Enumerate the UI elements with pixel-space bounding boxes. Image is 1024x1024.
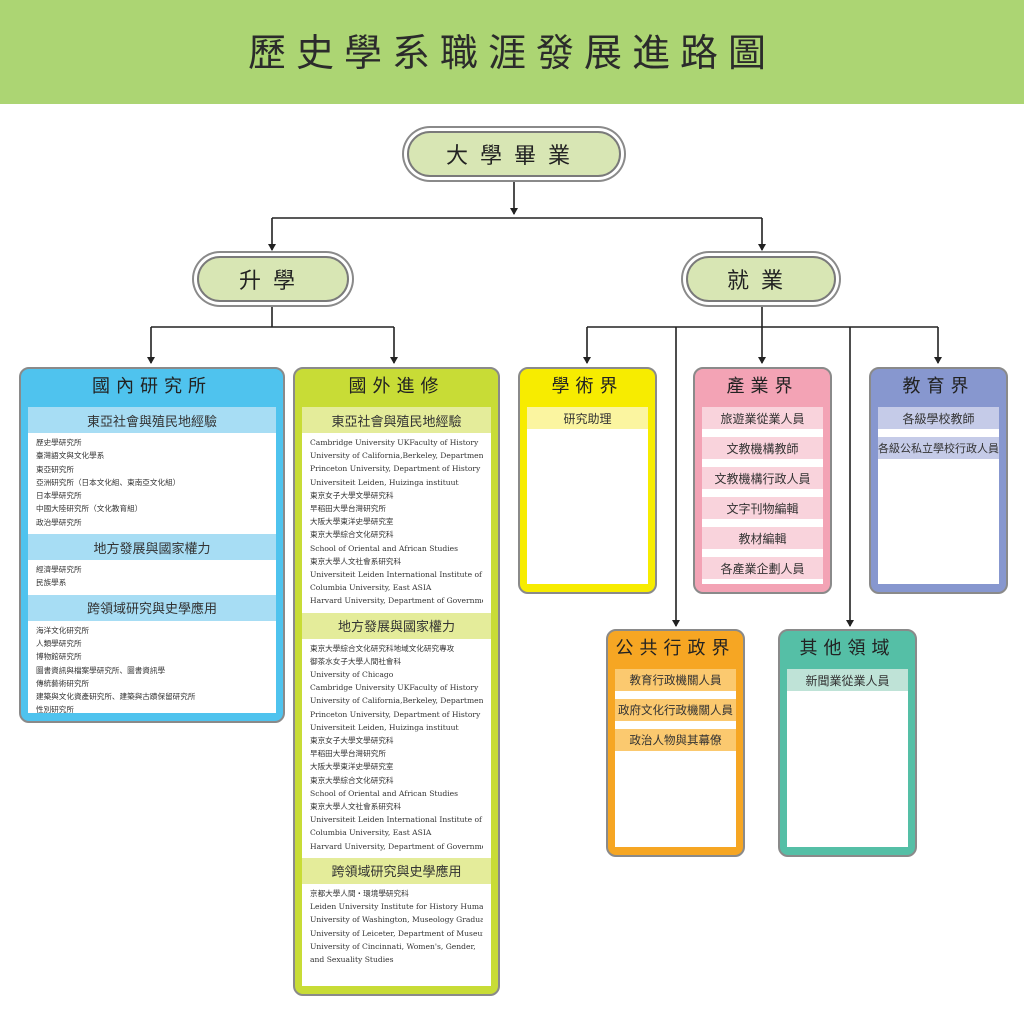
list-item: University of Leiceter, Department of Mu…: [310, 928, 483, 938]
connector-study: [151, 303, 394, 328]
list-item: 東京女子大學文學研究科: [310, 490, 394, 500]
abroad-title: 國外進修: [348, 376, 445, 397]
list-item: 御茶水女子大學人間社會科: [310, 656, 402, 666]
abroad-card: 國外進修 東亞社會與殖民地經驗 Cambridge University UKF…: [293, 367, 500, 996]
page-title: 歷史學系職涯發展進路圖: [247, 31, 776, 75]
root-label: 大學畢業: [445, 144, 582, 169]
list-item: University of California,Berkeley, Depar…: [310, 451, 483, 461]
domestic-card: 國內研究所 東亞社會與殖民地經驗 歷史學研究所 臺灣語文與文化學系 東亞研究所 …: [19, 367, 285, 723]
list-item: Universiteit Leiden, Huizinga instituut: [310, 477, 459, 487]
list-item: 東京大學人文社會系研究科: [310, 556, 402, 566]
abroad-section-title: 東亞社會與殖民地經驗: [302, 407, 491, 433]
list-item: 博物館研究所: [36, 652, 82, 662]
domestic-title: 國內研究所: [92, 376, 212, 397]
list-item: 性別研究所: [36, 705, 74, 715]
education-card: 教育界 各級學校教師 各級公私立學校行政人員: [869, 367, 1008, 594]
role-item: 政治人物與其幕僚: [615, 729, 736, 751]
list-item: 經濟學研究所: [36, 565, 82, 575]
list-item: Columbia University, East ASIA: [310, 583, 432, 593]
list-item: 早稻田大學台灣研究所: [310, 504, 386, 514]
list-item: 政治學研究所: [36, 517, 82, 527]
employment-node: 就業: [686, 256, 836, 302]
academic-title: 學術界: [551, 376, 624, 397]
list-item: University of Cincinnati, Women's, Gende…: [310, 941, 476, 951]
industry-title: 產業界: [726, 376, 799, 397]
role-item: 各產業企劃人員: [702, 557, 823, 579]
role-item: 旅遊業從業人員: [702, 407, 823, 429]
list-item: and Sexuality Studies: [310, 954, 394, 964]
other-title: 其他領域: [799, 638, 896, 659]
public-admin-title: 公共行政界: [615, 638, 736, 659]
list-item: 人類學研究所: [36, 638, 82, 648]
list-item: Princeton University, Department of Hist…: [310, 709, 481, 719]
education-title: 教育界: [902, 376, 975, 397]
list-item: 大阪大學東洋史學研究室: [310, 517, 394, 527]
list-item: 大阪大學東洋史學研究室: [310, 762, 394, 772]
list-item: Harvard University, Department of Govern…: [310, 596, 483, 606]
list-item: 建築與文化資產研究所、建築與古蹟保留研究所: [36, 692, 196, 702]
role-item: 教材編輯: [702, 527, 823, 549]
academic-card: 學術界 研究助理: [518, 367, 657, 594]
list-item: Harvard University, Department of Govern…: [310, 841, 483, 851]
root-node: 大學畢業: [407, 131, 621, 177]
connector-employment: [587, 303, 938, 328]
list-item: 東京大學綜合文化研究科: [310, 530, 394, 540]
list-item: University of Washington, Museology Grad…: [310, 915, 483, 925]
role-item: 文教機構教師: [702, 437, 823, 459]
domestic-section-title: 跨領域研究與史學應用: [28, 594, 276, 621]
role-item: 新聞業從業人員: [787, 669, 908, 691]
domestic-section-title: 地方發展與國家權力: [28, 534, 276, 561]
list-item: 圖書資訊與檔案學研究所、圖書資訊學: [36, 665, 166, 675]
list-item: 海洋文化研究所: [36, 625, 90, 635]
list-item: 傳統藝術研究所: [36, 678, 90, 688]
list-item: 歷史學研究所: [36, 438, 82, 447]
list-item: Cambridge University UKFaculty of Histor…: [310, 438, 479, 447]
list-item: 臺灣語文與文化學系: [36, 451, 105, 461]
list-item: 中國大陸研究所（文化教育組）: [36, 504, 143, 514]
header-banner: 歷史學系職涯發展進路圖: [0, 0, 1024, 104]
list-item: Cambridge University UKFaculty of Histor…: [310, 683, 479, 693]
list-item: Leiden University Institute for History …: [310, 902, 483, 912]
role-item: 文字刊物編輯: [702, 497, 823, 519]
list-item: Universiteit Leiden International Instit…: [310, 815, 483, 825]
list-item: 早稻田大學台灣研究所: [310, 749, 386, 759]
role-item: 各級公私立學校行政人員: [878, 437, 999, 459]
domestic-section-title: 東亞社會與殖民地經驗: [28, 407, 276, 433]
list-item: 東京女子大學文學研究科: [310, 736, 394, 746]
role-item: 研究助理: [527, 407, 648, 429]
study-node: 升學: [197, 256, 349, 302]
list-item: 亞洲研究所（日本文化組、東南亞文化組）: [36, 477, 181, 487]
list-item: University of Chicago: [310, 670, 394, 680]
list-item: 東京大學綜合文化研究科: [310, 775, 394, 785]
list-item: 東京大學綜合文化研究科地域文化研究專攻: [310, 643, 455, 653]
role-item: 各級學校教師: [878, 407, 999, 429]
list-item: 日本學研究所: [36, 491, 82, 501]
public-admin-card: 公共行政界 教育行政機關人員 政府文化行政機關人員 政治人物與其幕僚: [606, 629, 745, 857]
list-item: Universiteit Leiden International Instit…: [310, 570, 483, 580]
employment-label: 就業: [726, 269, 795, 294]
list-item: University of California,Berkeley, Depar…: [310, 696, 483, 706]
role-item: 政府文化行政機關人員: [615, 699, 736, 721]
industry-card: 產業界 旅遊業從業人員 文教機構教師 文教機構行政人員 文字刊物編輯 教材編輯 …: [693, 367, 832, 594]
list-item: Universiteit Leiden, Huizinga instituut: [310, 722, 459, 732]
list-item: Princeton University, Department of Hist…: [310, 464, 481, 474]
other-card: 其他領域 新聞業從業人員: [778, 629, 917, 857]
list-item: 東亞研究所: [36, 464, 74, 474]
list-item: 民族學系: [36, 578, 67, 588]
role-item: 教育行政機關人員: [615, 669, 736, 691]
role-item: 文教機構行政人員: [702, 467, 823, 489]
list-item: School of Oriental and African Studies: [310, 788, 459, 798]
study-label: 升學: [238, 269, 307, 294]
abroad-section-title: 地方發展與國家權力: [302, 612, 491, 639]
abroad-section-title: 跨領域研究與史學應用: [302, 857, 491, 884]
list-item: 京都大學人間・環境學研究科: [310, 888, 409, 898]
list-item: 東京大學人文社會系研究科: [310, 802, 402, 812]
list-item: Columbia University, East ASIA: [310, 828, 432, 838]
list-item: School of Oriental and African Studies: [310, 543, 459, 553]
